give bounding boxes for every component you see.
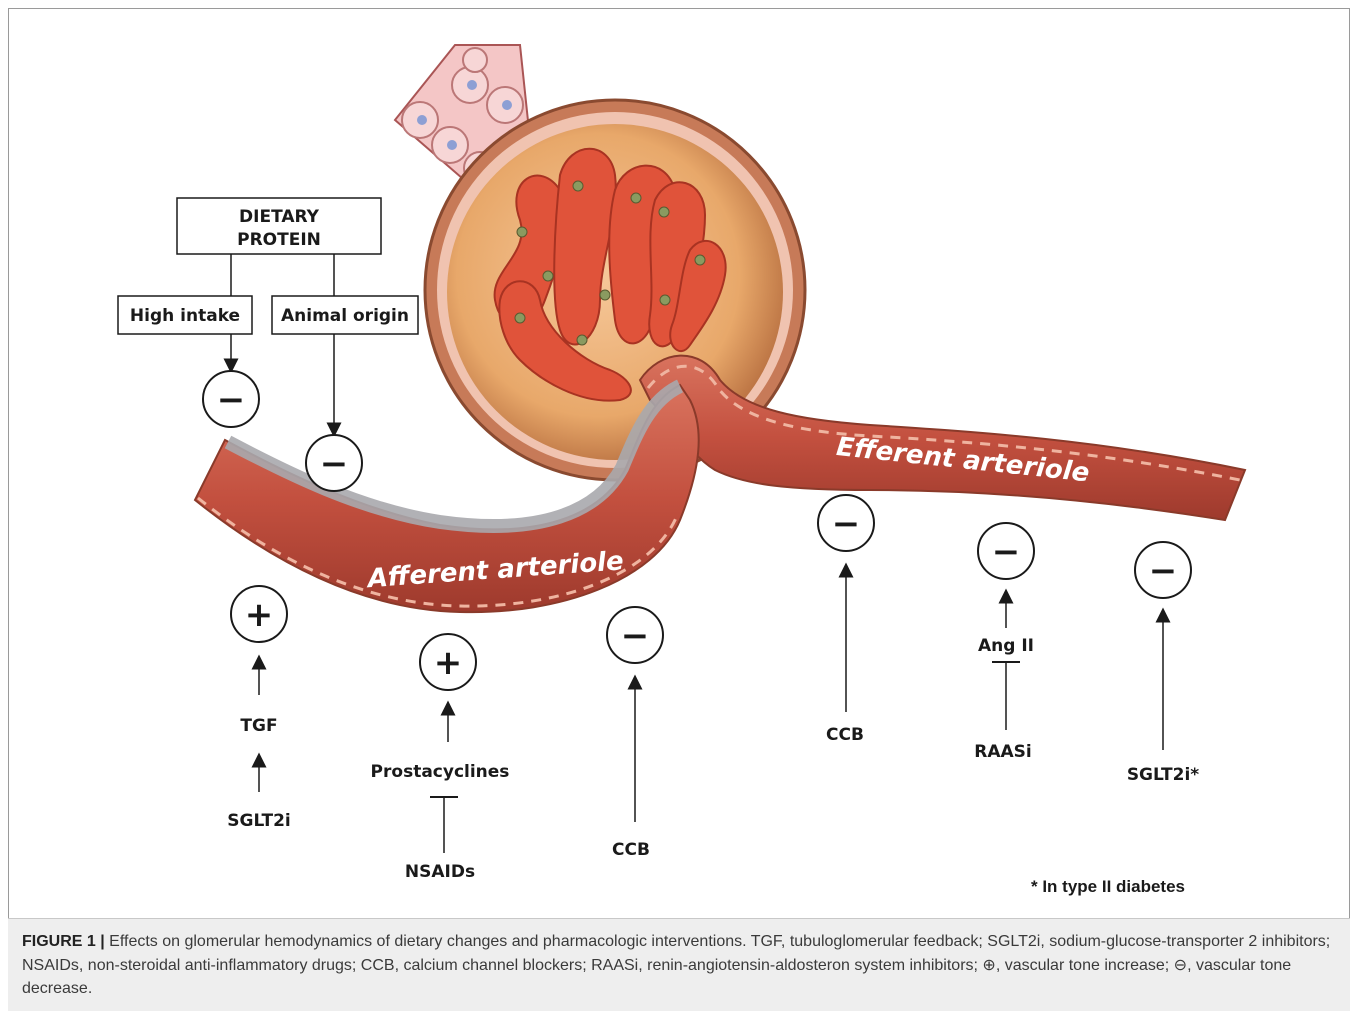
raasi-label: RAASi [974,742,1031,762]
sglt2i-label: SGLT2i [227,811,290,831]
ang2-label: Ang II [978,636,1034,656]
svg-text:+: + [245,595,274,635]
animal-origin-label: Animal origin [281,306,409,326]
ccb-efferent-label: CCB [826,725,864,745]
sign-sglt2i-efferent-minus: − [1135,542,1191,598]
figure-caption: FIGURE 1 | Effects on glomerular hemodyn… [22,930,1342,1001]
high-intake-label: High intake [130,306,240,326]
sign-animal-origin-minus: − [306,435,362,491]
prostacyclines-pathway: Prostacyclines NSAIDs [371,708,510,882]
svg-text:−: − [992,532,1021,572]
caption-title: FIGURE 1 | [22,933,105,950]
svg-text:−: − [320,444,349,484]
tgf-label: TGF [240,716,277,736]
caption-body: Effects on glomerular hemodynamics of di… [22,933,1330,997]
dietary-protein-line1: DIETARY [239,207,320,227]
diagram: Efferent arteriole Afferent arteriole DI… [0,0,1358,918]
svg-text:−: − [1149,551,1178,591]
svg-text:−: − [217,380,246,420]
svg-text:−: − [621,616,650,656]
sign-ccb-efferent-minus: − [818,495,874,551]
tgf-pathway: TGF SGLT2i [227,662,290,831]
sign-prostacyclines-plus: + [420,634,476,690]
sign-tgf-plus: + [231,586,287,642]
svg-text:−: − [832,504,861,544]
ccb-efferent-pathway: CCB [826,570,864,745]
sign-ccb-afferent-minus: − [607,607,663,663]
svg-text:+: + [434,643,463,683]
sglt2i-star-label: SGLT2i* [1127,765,1199,785]
sign-ang2-minus: − [978,523,1034,579]
dietary-protein-line2: PROTEIN [237,230,321,250]
sign-high-intake-minus: − [203,371,259,427]
nsaids-label: NSAIDs [405,862,475,882]
raasi-pathway: Ang II RAASi [974,596,1034,762]
ccb-afferent-label: CCB [612,840,650,860]
footnote: * In type II diabetes [1031,877,1185,896]
ccb-afferent-pathway: CCB [612,682,650,860]
sglt2i-efferent-pathway: SGLT2i* [1127,615,1199,785]
dietary-protein-group: DIETARY PROTEIN High intake Animal origi… [118,198,418,430]
prostacyclines-label: Prostacyclines [371,762,510,782]
